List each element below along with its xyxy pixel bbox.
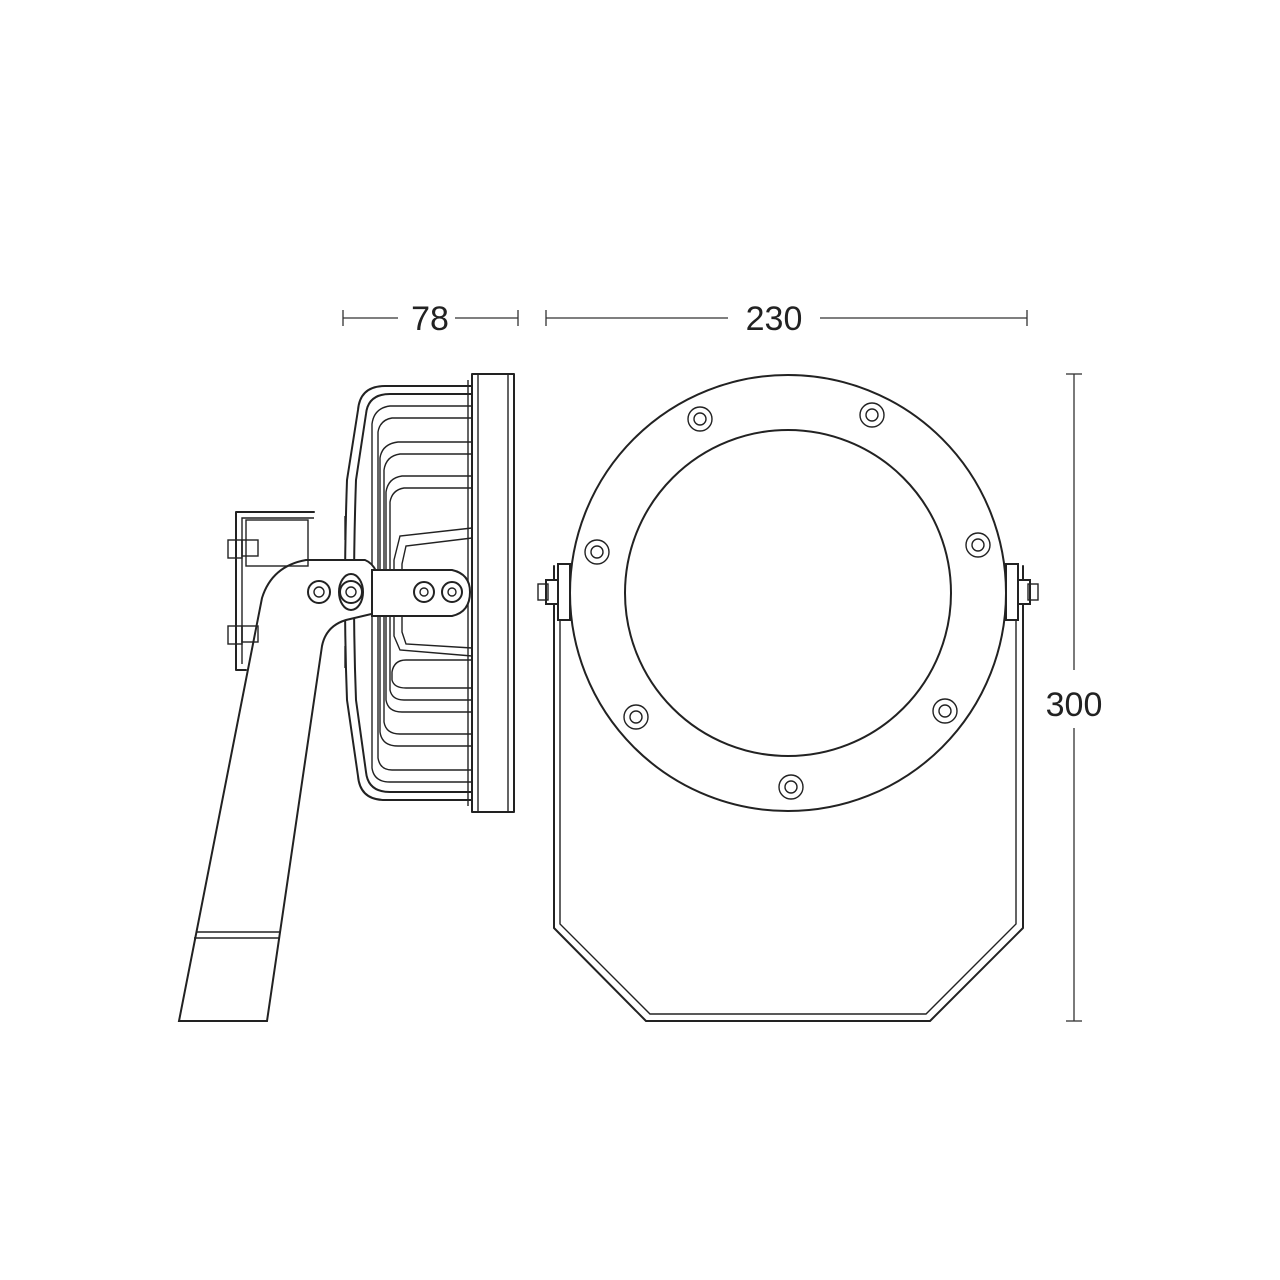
- dimension-depth: 78: [342, 300, 519, 338]
- screw-icon: [932, 698, 958, 724]
- width-dimension-label: 230: [746, 300, 803, 338]
- screw-icon: [687, 406, 713, 432]
- mounting-arm-side: [177, 559, 472, 1022]
- side-view: [177, 373, 515, 1022]
- u-bracket: [537, 563, 1039, 1022]
- dimension-width: 230: [545, 300, 1028, 338]
- screw-icon: [965, 532, 991, 558]
- screw-icon: [623, 704, 649, 730]
- bolt-icon: [441, 581, 463, 603]
- front-bezel: [569, 374, 1007, 812]
- bolt-icon: [413, 581, 435, 603]
- bolt-icon: [338, 573, 364, 611]
- screw-icon: [778, 774, 804, 800]
- screw-icon: [859, 402, 885, 428]
- clamp-box: [227, 511, 315, 671]
- dimension-height: 300: [1046, 373, 1103, 1022]
- screw-icon: [584, 539, 610, 565]
- height-dimension-label: 300: [1046, 686, 1103, 724]
- front-view: [537, 374, 1039, 1022]
- depth-dimension-label: 78: [411, 300, 449, 338]
- front-bezel-side: [467, 373, 515, 813]
- front-screws: [584, 402, 991, 800]
- bolt-icon: [307, 580, 331, 604]
- side-bolts: [307, 573, 463, 611]
